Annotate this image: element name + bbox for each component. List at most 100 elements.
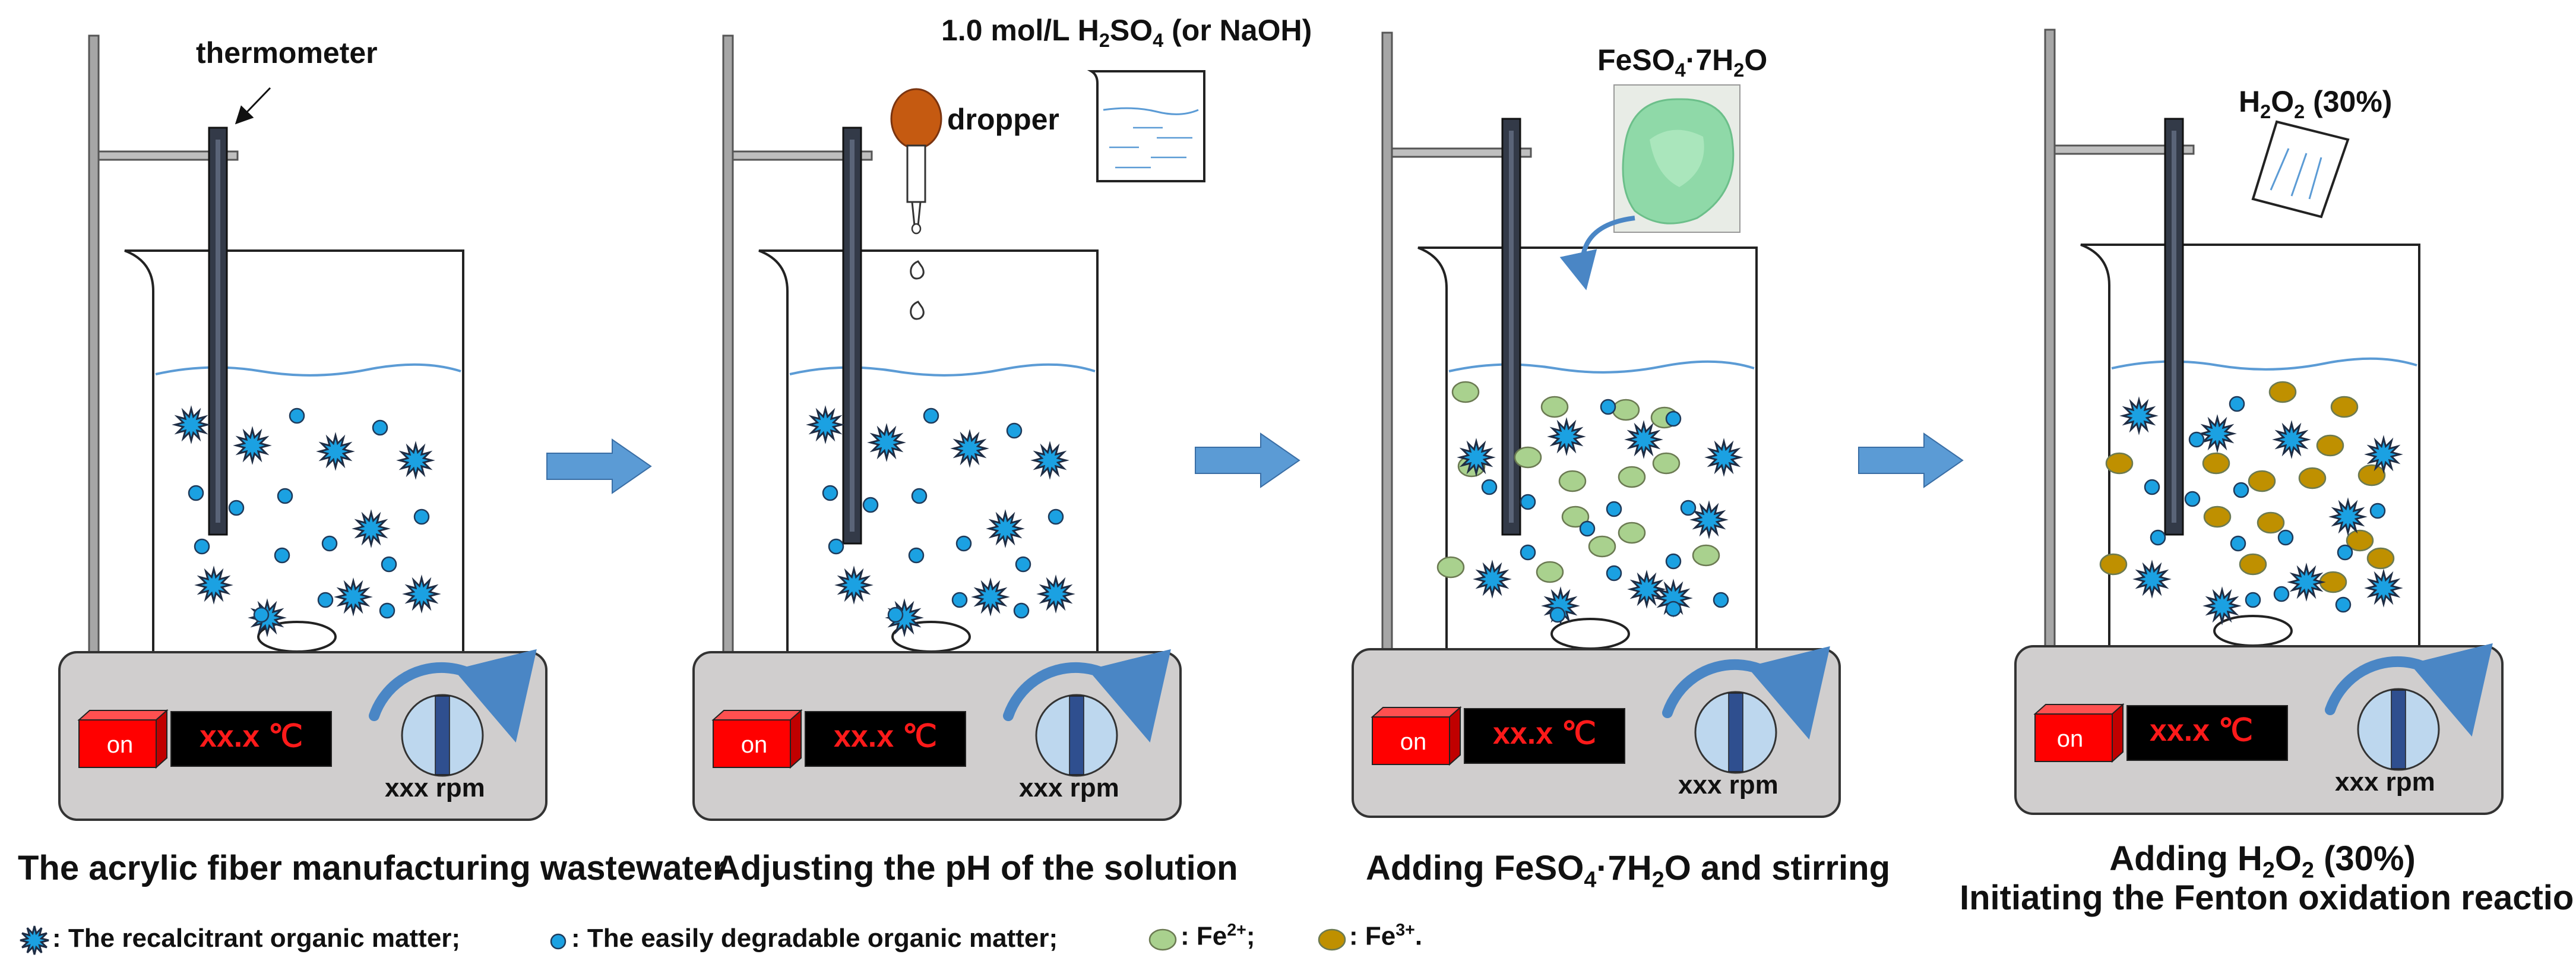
peroxide-liquid-line bbox=[2270, 148, 2290, 191]
recalcitrant-organic-icon bbox=[1030, 441, 1069, 480]
power-switch-label: on bbox=[740, 732, 768, 758]
legend-degradable-label: : The easily degradable organic matter; bbox=[571, 924, 1058, 953]
panel-1-apparatus bbox=[58, 34, 548, 821]
power-switch bbox=[713, 719, 791, 768]
panel-3-apparatus bbox=[1352, 31, 1841, 818]
process-step-arrow bbox=[546, 438, 652, 494]
rotation-arrow bbox=[1662, 646, 1830, 740]
degradable-organic-icon bbox=[2230, 535, 2246, 552]
degradable-organic-icon bbox=[1606, 501, 1622, 517]
degradable-organic-icon bbox=[1600, 399, 1616, 415]
process-step-arrow bbox=[1858, 432, 1964, 488]
ferric-ion-icon bbox=[2203, 505, 2232, 528]
recalcitrant-organic-icon bbox=[2364, 435, 2403, 474]
power-switch bbox=[2034, 713, 2113, 762]
ferric-ion-icon bbox=[2316, 434, 2344, 457]
temperature-display: xx.x ℃ bbox=[1492, 716, 1597, 751]
panel-3-caption: Adding FeSO4·7H2O and stirring bbox=[1366, 849, 1890, 892]
temperature-display: xx.x ℃ bbox=[2149, 713, 2254, 748]
degradable-organic-icon bbox=[2245, 592, 2261, 608]
degradable-organic-icon bbox=[2277, 529, 2294, 546]
recalcitrant-organic-icon bbox=[352, 509, 391, 548]
recalcitrant-organic-icon bbox=[1547, 417, 1586, 456]
adding-arrow bbox=[1559, 216, 1635, 290]
recalcitrant-organic-icon bbox=[2132, 560, 2172, 599]
stir-speed-label: xxx rpm bbox=[1678, 770, 1778, 800]
stand-clamp bbox=[1391, 147, 1532, 158]
thermometer-column bbox=[2172, 131, 2176, 523]
legend-recalcitrant-label: : The recalcitrant organic matter; bbox=[52, 924, 461, 953]
recalcitrant-organic-icon bbox=[233, 426, 272, 465]
temperature-display-panel bbox=[170, 711, 332, 767]
recalcitrant-organic-icon bbox=[867, 423, 906, 462]
degradable-organic-icon bbox=[1520, 544, 1536, 561]
degradable-organic-icon bbox=[413, 508, 430, 525]
legend-recalcitrant-icon bbox=[20, 925, 49, 955]
degradable-organic-icon bbox=[1680, 500, 1697, 516]
recalcitrant-organic-icon bbox=[194, 565, 233, 605]
stir-speed-label: xxx rpm bbox=[2335, 767, 2435, 797]
ferric-ion-icon bbox=[2248, 470, 2276, 492]
recalcitrant-organic-icon bbox=[2198, 414, 2237, 453]
legend-fe3-label: : Fe3+. bbox=[1349, 921, 1423, 951]
degradable-organic-icon bbox=[2273, 586, 2290, 602]
panel-4-caption: Adding H2O2 (30%) bbox=[2109, 839, 2416, 883]
ferric-ion-icon bbox=[2202, 452, 2230, 475]
degradable-organic-icon bbox=[1048, 508, 1064, 525]
ferrous-ion-icon bbox=[1451, 381, 1480, 403]
degradable-organic-icon bbox=[1606, 565, 1622, 582]
degradable-organic-icon bbox=[1665, 601, 1682, 617]
degradable-organic-icon bbox=[2335, 596, 2352, 613]
degradable-organic-icon bbox=[2184, 491, 2201, 507]
degradable-organic-icon bbox=[2369, 503, 2386, 519]
legend-degradable-icon bbox=[550, 933, 567, 950]
degradable-organic-icon bbox=[911, 488, 928, 504]
reagent-beaker bbox=[1087, 70, 1205, 182]
stir-speed-label: xxx rpm bbox=[385, 773, 485, 802]
degradable-organic-icon bbox=[908, 547, 925, 564]
temperature-display-panel bbox=[805, 711, 966, 767]
falling-drop bbox=[910, 260, 925, 280]
degradable-organic-icon bbox=[253, 606, 270, 623]
recalcitrant-organic-icon bbox=[2287, 563, 2326, 602]
temperature-display: xx.x ℃ bbox=[199, 719, 303, 754]
ferrous-ion-icon bbox=[1536, 561, 1564, 583]
degradable-organic-icon bbox=[274, 547, 290, 564]
ferrous-ion-icon bbox=[1514, 446, 1542, 469]
panel-2-apparatus bbox=[692, 34, 1205, 821]
recalcitrant-organic-icon bbox=[2328, 497, 2368, 536]
reagent-surface bbox=[1103, 107, 1199, 115]
degradable-organic-icon bbox=[2337, 544, 2353, 561]
recalcitrant-organic-icon bbox=[1036, 574, 1075, 614]
degradable-organic-icon bbox=[321, 535, 338, 552]
degradable-organic-icon bbox=[1015, 556, 1031, 573]
recalcitrant-organic-icon bbox=[950, 429, 989, 468]
panel-4-caption-line2: Initiating the Fenton oxidation reaction bbox=[1960, 879, 2576, 917]
recalcitrant-organic-icon bbox=[834, 565, 874, 605]
degradable-organic-icon bbox=[923, 407, 939, 424]
recalcitrant-organic-icon bbox=[2119, 396, 2159, 435]
thermometer-column bbox=[850, 140, 855, 532]
ferric-ion-icon bbox=[2257, 511, 2285, 534]
recalcitrant-organic-icon bbox=[316, 432, 355, 471]
recalcitrant-organic-icon bbox=[396, 441, 435, 480]
degradable-organic-icon bbox=[1713, 592, 1729, 608]
thermometer-column bbox=[1509, 131, 1514, 523]
rotation-arrow bbox=[2325, 643, 2493, 737]
thermometer-label: thermometer bbox=[196, 36, 378, 69]
power-switch-label: on bbox=[1400, 729, 1427, 755]
panel-2-caption: Adjusting the pH of the solution bbox=[716, 849, 1238, 887]
recalcitrant-organic-icon bbox=[1627, 570, 1666, 609]
power-switch bbox=[1372, 716, 1450, 765]
knob-indicator bbox=[2391, 690, 2406, 769]
ferrous-ion-icon bbox=[1540, 396, 1569, 418]
process-step-arrow bbox=[1195, 432, 1300, 488]
ferric-ion-icon bbox=[2357, 464, 2386, 486]
hydrogen-peroxide-label: H2O2 (30%) bbox=[2239, 85, 2393, 122]
recalcitrant-organic-icon bbox=[2272, 420, 2311, 459]
recalcitrant-organic-icon bbox=[1624, 420, 1663, 459]
stand-clamp bbox=[732, 150, 873, 161]
recalcitrant-organic-icon bbox=[172, 405, 211, 444]
falling-drop bbox=[910, 301, 925, 320]
degradable-organic-icon bbox=[2233, 482, 2249, 498]
